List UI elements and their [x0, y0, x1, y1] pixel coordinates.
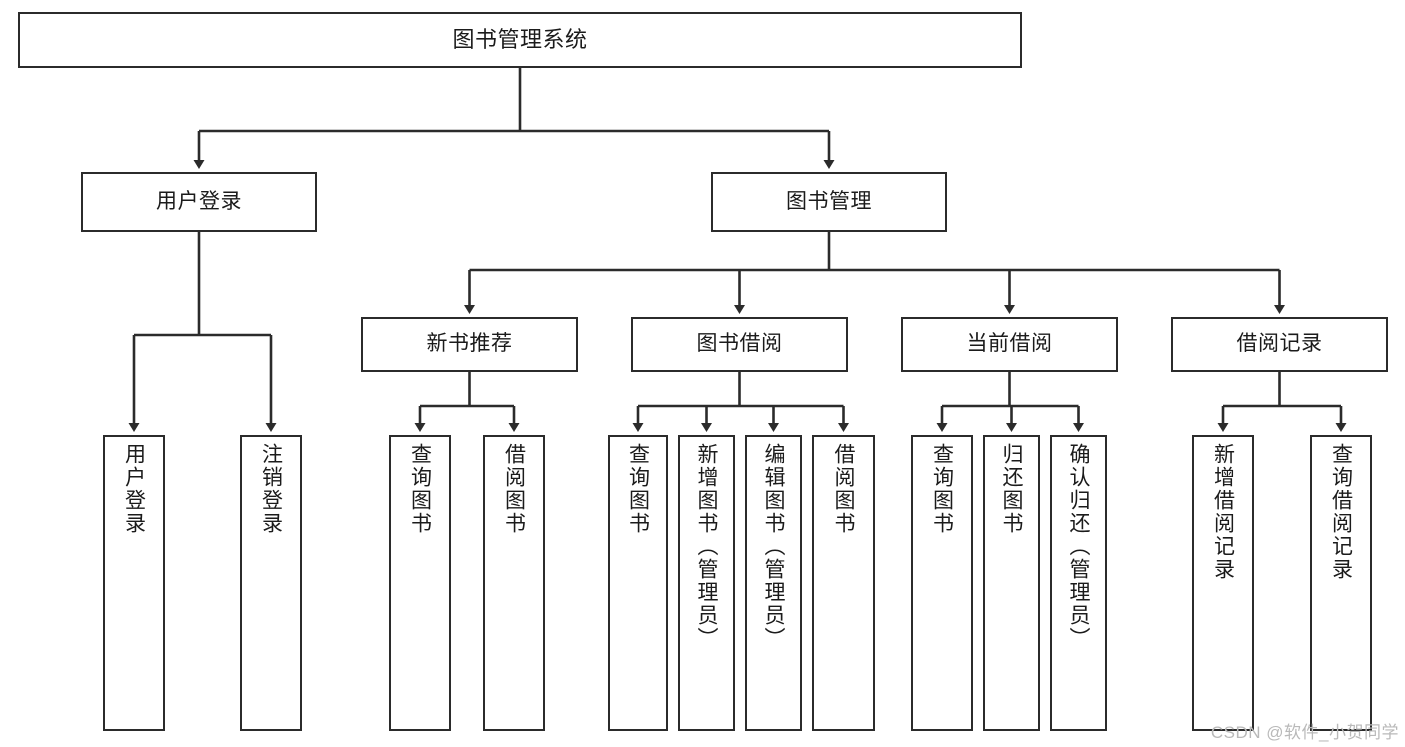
node-new-book-recommend-label: 新书推荐	[426, 332, 513, 356]
leaf-return-book-label: 归还图书	[1000, 443, 1023, 535]
leaf-edit-book-label: 编辑图书（管理员）	[762, 443, 785, 650]
leaf-confirm-return-label: 确认归还（管理员）	[1067, 443, 1090, 650]
leaf-query-book-2-label: 查询图书	[626, 443, 650, 535]
node-root-label: 图书管理系统	[452, 27, 588, 53]
node-current-borrow-label: 当前借阅	[966, 332, 1053, 356]
node-book-manage-label: 图书管理	[786, 189, 872, 213]
leaf-confirm-return[interactable]: 确认归还（管理员）	[1050, 435, 1107, 731]
leaf-query-book-3-label: 查询图书	[930, 443, 954, 535]
watermark: CSDN @软件_小贺同学	[1210, 723, 1399, 742]
leaf-add-borrow-record-label: 新增借阅记录	[1211, 443, 1235, 581]
leaf-borrow-book-1-label: 借阅图书	[502, 443, 526, 535]
node-borrow-record-label: 借阅记录	[1236, 332, 1323, 356]
leaf-borrow-book-2-label: 借阅图书	[832, 443, 855, 535]
node-book-borrow-label: 图书借阅	[696, 332, 783, 356]
leaf-user-login-label: 用户登录	[122, 443, 146, 535]
node-root[interactable]: 图书管理系统	[18, 12, 1022, 68]
leaf-logout[interactable]: 注销登录	[240, 435, 302, 731]
node-book-borrow[interactable]: 图书借阅	[631, 317, 848, 372]
node-book-manage[interactable]: 图书管理	[711, 172, 947, 232]
leaf-add-book-label: 新增图书（管理员）	[695, 443, 718, 650]
leaf-borrow-book-2[interactable]: 借阅图书	[812, 435, 875, 731]
node-new-book-recommend[interactable]: 新书推荐	[361, 317, 578, 372]
leaf-query-book-1[interactable]: 查询图书	[389, 435, 451, 731]
leaf-edit-book[interactable]: 编辑图书（管理员）	[745, 435, 802, 731]
leaf-user-login[interactable]: 用户登录	[103, 435, 165, 731]
leaf-add-borrow-record[interactable]: 新增借阅记录	[1192, 435, 1254, 731]
leaf-return-book[interactable]: 归还图书	[983, 435, 1040, 731]
leaf-add-book[interactable]: 新增图书（管理员）	[678, 435, 735, 731]
leaf-logout-label: 注销登录	[259, 443, 283, 535]
node-user-login-label: 用户登录	[156, 189, 242, 213]
node-current-borrow[interactable]: 当前借阅	[901, 317, 1118, 372]
leaf-query-book-2[interactable]: 查询图书	[608, 435, 668, 731]
leaf-query-book-1-label: 查询图书	[408, 443, 432, 535]
leaf-query-book-3[interactable]: 查询图书	[911, 435, 973, 731]
node-borrow-record[interactable]: 借阅记录	[1171, 317, 1388, 372]
leaf-query-borrow-record-label: 查询借阅记录	[1329, 443, 1353, 581]
leaf-borrow-book-1[interactable]: 借阅图书	[483, 435, 545, 731]
node-user-login[interactable]: 用户登录	[81, 172, 317, 232]
leaf-query-borrow-record[interactable]: 查询借阅记录	[1310, 435, 1372, 731]
